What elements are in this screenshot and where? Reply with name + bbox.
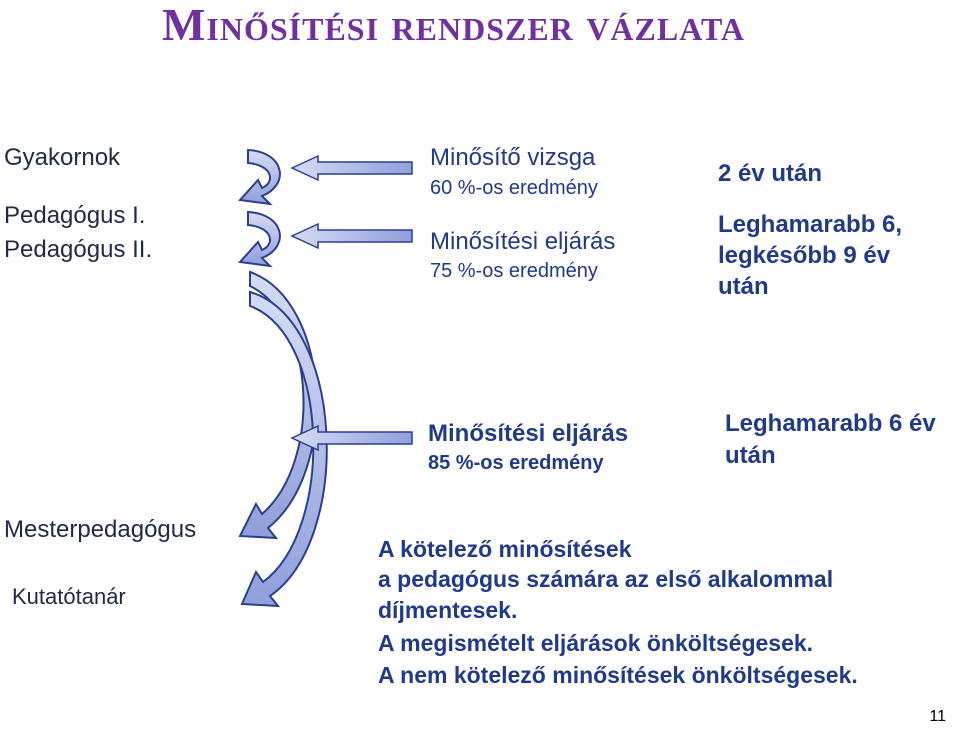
timing-1: 2 év után [718, 160, 822, 188]
page-number: 11 [929, 708, 946, 726]
left-arrow-1 [292, 156, 412, 180]
curved-arrow-2 [240, 212, 280, 266]
timing-2-line1: Leghamarabb 6, [718, 211, 902, 239]
level-pedagogus-1: Pedagógus I. [4, 202, 145, 230]
level-gyakornok: Gyakornok [4, 144, 120, 172]
note-line-3: díjmentesek. [378, 597, 517, 624]
level-mesterpedagogus: Mesterpedagógus [4, 516, 196, 544]
timing-2-line2: legkésőbb 9 év [718, 242, 890, 270]
note-line-5: A nem kötelező minősítések önköltségesek… [378, 662, 858, 689]
exam-2-name: Minősítési eljárás [430, 228, 615, 256]
note-line-2: a pedagógus számára az első alkalommal [378, 566, 833, 593]
timing-3-line1: Leghamarabb 6 év [725, 410, 936, 438]
timing-2-line3: után [718, 273, 769, 301]
level-pedagogus-2: Pedagógus II. [4, 236, 152, 264]
exam-3-result: 85 %-os eredmény [428, 451, 604, 475]
timing-3-line2: után [725, 442, 776, 470]
note-line-4: A megismételt eljárások önköltségesek. [378, 630, 813, 657]
exam-1-result: 60 %-os eredmény [430, 176, 598, 200]
level-kutatotanar: Kutatótanár [12, 584, 126, 610]
curved-arrow-1 [240, 150, 280, 204]
left-arrow-2 [292, 224, 412, 248]
exam-2-result: 75 %-os eredmény [430, 259, 598, 283]
exam-3-name: Minősítési eljárás [428, 420, 628, 448]
exam-1-name: Minősítő vizsga [430, 144, 595, 172]
note-line-1: A kötelező minősítések [378, 536, 632, 563]
left-arrow-3 [292, 426, 412, 450]
